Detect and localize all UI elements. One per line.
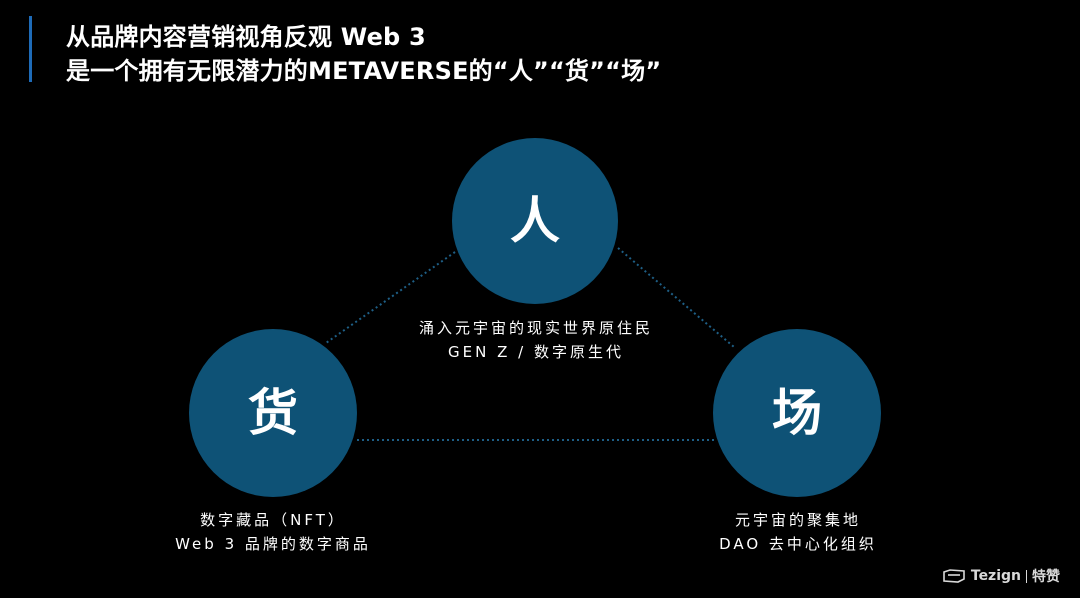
title-accent-bar — [29, 16, 32, 82]
circle-chang — [713, 329, 881, 497]
circle-huo-label: 货 — [248, 384, 298, 442]
circle-ren-label: 人 — [510, 192, 560, 250]
huo-description-line-2: Web 3 品牌的数字商品 — [175, 535, 371, 553]
circle-chang-label: 场 — [772, 384, 822, 442]
huo-description-line-1: 数字藏品（NFT） — [200, 511, 346, 529]
page-title-line-1: 从品牌内容营销视角反观 Web 3 — [66, 23, 426, 51]
chang-description-line-2: DAO 去中心化组织 — [719, 535, 877, 553]
chang-description-line-1: 元宇宙的聚集地 — [734, 511, 861, 529]
ren-description-line-2: GEN Z / 数字原生代 — [448, 343, 624, 361]
page-title-line-2: 是一个拥有无限潜力的METAVERSE的“人”“货”“场” — [66, 57, 662, 85]
logo-separator — [1026, 569, 1027, 583]
circle-ren — [452, 138, 618, 304]
circle-huo — [189, 329, 357, 497]
logo-text-cn: 特赞 — [1032, 569, 1060, 585]
ren-description: 涌入元宇宙的现实世界原住民 GEN Z / 数字原生代 — [336, 316, 736, 364]
ren-description-line-1: 涌入元宇宙的现实世界原住民 — [418, 319, 653, 337]
chang-description: 元宇宙的聚集地 DAO 去中心化组织 — [656, 508, 940, 556]
connector-ren-huo — [325, 251, 456, 344]
tezign-logo-icon — [943, 569, 965, 583]
tezign-logo: Tezign 特赞 — [942, 566, 1060, 586]
logo-text: Tezign — [970, 568, 1021, 584]
connector-ren-chang — [617, 247, 735, 348]
huo-description: 数字藏品（NFT） Web 3 品牌的数字商品 — [118, 508, 428, 556]
